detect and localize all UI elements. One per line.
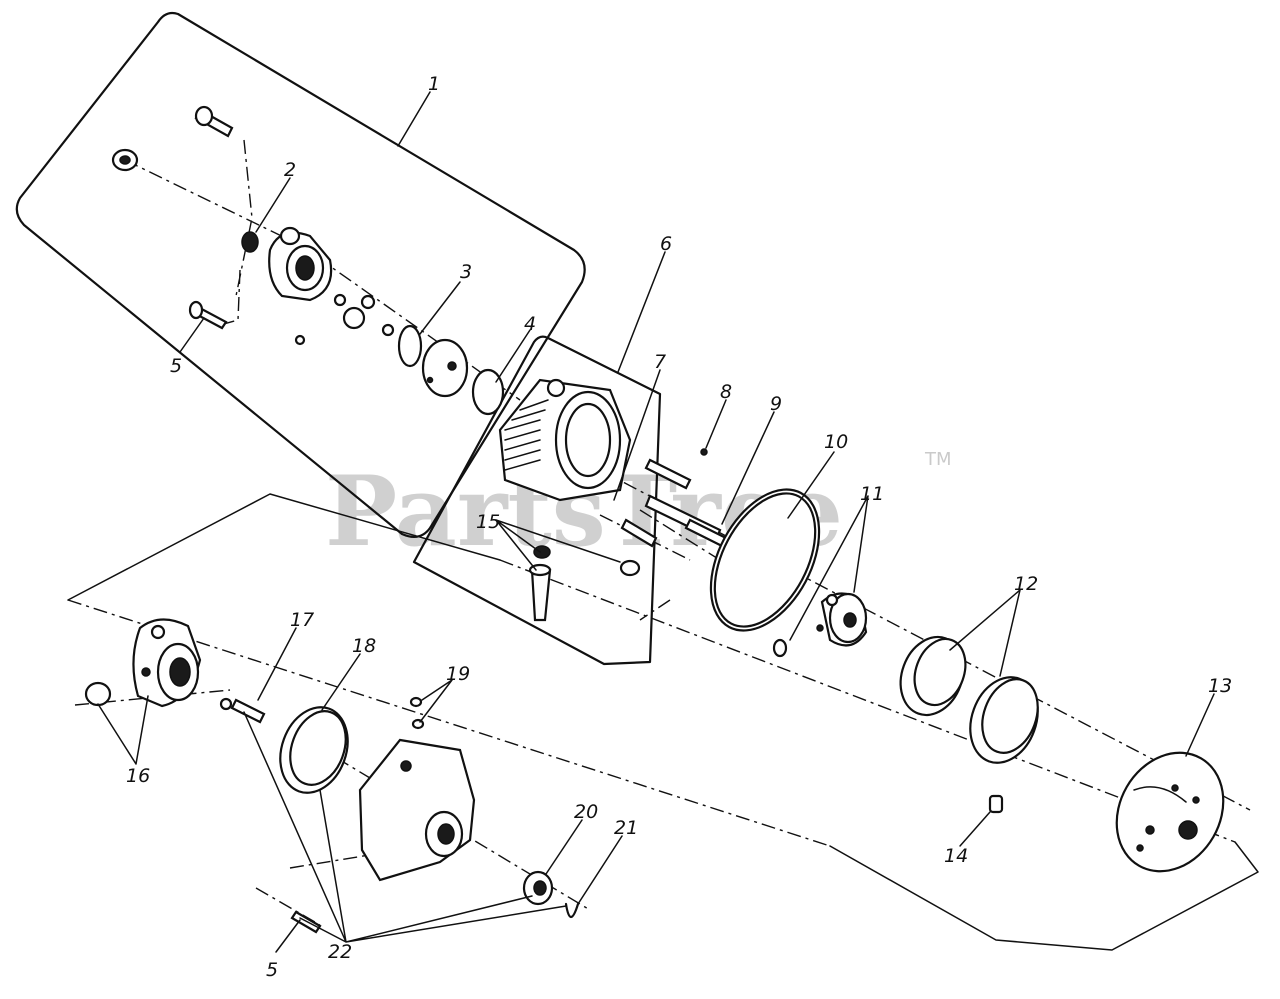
fitting-19	[409, 696, 425, 730]
lower-cover	[358, 738, 476, 882]
pump-bottom-bolt	[188, 300, 228, 330]
callout-14: 14	[944, 845, 968, 867]
cylinder-block-11	[772, 592, 868, 658]
pump-body	[268, 226, 333, 302]
lower-panel-outline	[67, 493, 1259, 951]
callout-8: 8	[720, 381, 732, 403]
callout-12: 12	[1014, 573, 1038, 595]
group-1-outline	[15, 11, 586, 539]
pump-top-bolt	[194, 105, 234, 138]
clip-21	[564, 902, 580, 919]
callout-19: 19	[446, 663, 470, 685]
callout-7: 7	[654, 351, 666, 373]
main-housing-6	[498, 378, 632, 502]
shaft-9	[644, 494, 732, 550]
leader-lines	[97, 91, 1215, 953]
swash-block-16	[84, 618, 202, 708]
pin-17	[219, 697, 266, 724]
input-shaft	[528, 563, 552, 622]
callout-5-upper: 5	[170, 355, 182, 377]
callout-17: 17	[290, 609, 314, 631]
group-6-outline	[412, 335, 662, 666]
o-ring-4	[471, 368, 505, 416]
callout-4: 4	[524, 313, 536, 335]
pump-plug-2	[241, 231, 259, 253]
callout-18: 18	[352, 635, 376, 657]
callout-10: 10	[824, 431, 848, 453]
ring-18	[279, 706, 349, 794]
callout-1: 1	[428, 73, 440, 95]
axis-line-dowel	[599, 509, 721, 621]
lower-bolt	[290, 910, 322, 934]
pin-8	[700, 448, 708, 456]
callout-20: 20	[574, 801, 598, 823]
nut-14	[988, 794, 1004, 814]
bearing-20	[522, 870, 554, 906]
callout-3: 3	[460, 261, 472, 283]
callout-22: 22	[328, 941, 352, 963]
end-plate-13	[1115, 751, 1225, 873]
pump-plate	[421, 338, 469, 398]
large-o-ring-10	[709, 488, 821, 632]
pump-cover-washer	[111, 148, 139, 172]
lower-panel-dashed-edge	[67, 559, 1236, 847]
pump-gears	[294, 293, 395, 346]
bearing-rings-12	[899, 635, 1039, 764]
callout-2: 2	[284, 159, 296, 181]
callout-13: 13	[1208, 675, 1232, 697]
callout-16: 16	[126, 765, 150, 787]
callout-15: 15	[476, 511, 500, 533]
dowel-pins-15	[533, 458, 692, 577]
watermark-trademark: TM	[924, 449, 952, 470]
pump-seal-ring-3	[397, 324, 423, 368]
callout-9: 9	[770, 393, 782, 415]
callout-6: 6	[660, 233, 672, 255]
callout-21: 21	[614, 817, 638, 839]
callout-5-lower: 5	[266, 959, 278, 981]
callout-11: 11	[860, 483, 884, 505]
